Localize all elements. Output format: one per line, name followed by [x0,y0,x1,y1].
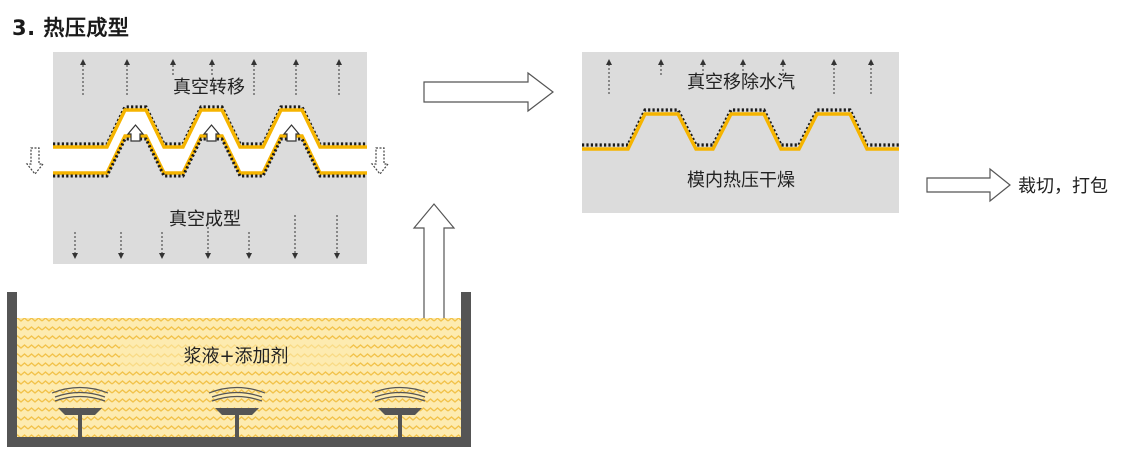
pressed-fiber-layer [582,112,899,151]
fiber-layer-upper [53,108,367,149]
vapor-up-arrows [606,59,874,94]
label-vacuum-forming: 真空成型 [169,209,241,230]
mold-down-arrows [25,147,390,175]
slurry-tank: 浆液+添加剂 [7,292,471,447]
left-panel-gap [53,108,367,173]
hot-press-panel: 真空移除水汽 模内热压干燥 [582,52,899,213]
label-slurry-additive: 浆液+添加剂 [183,346,288,367]
transfer-up-arrows [126,124,301,142]
upper-mold-dotted-line [53,105,367,146]
label-cut-pack: 裁切，打包 [1018,176,1108,197]
label-vacuum-transfer: 真空转移 [173,77,245,98]
label-in-mold-hot-press: 模内热压干燥 [687,170,795,191]
process-arrow-right-1 [423,71,554,113]
vacuum-panel-left: 真空转移 真空成型 [25,52,390,264]
stirrer-1 [51,386,109,438]
label-vacuum-remove-moisture: 真空移除水汽 [687,72,795,93]
press-mold-dotted-line [582,108,899,147]
process-arrow-right-2 [926,167,1011,203]
stirrer-3 [371,386,429,438]
stirrer-2 [208,386,266,438]
vacuum-down-arrows [72,215,340,259]
section-title: 3. 热压成型 [12,16,130,40]
lower-mold-dotted-line [53,137,367,178]
vacuum-up-arrows [80,59,342,95]
